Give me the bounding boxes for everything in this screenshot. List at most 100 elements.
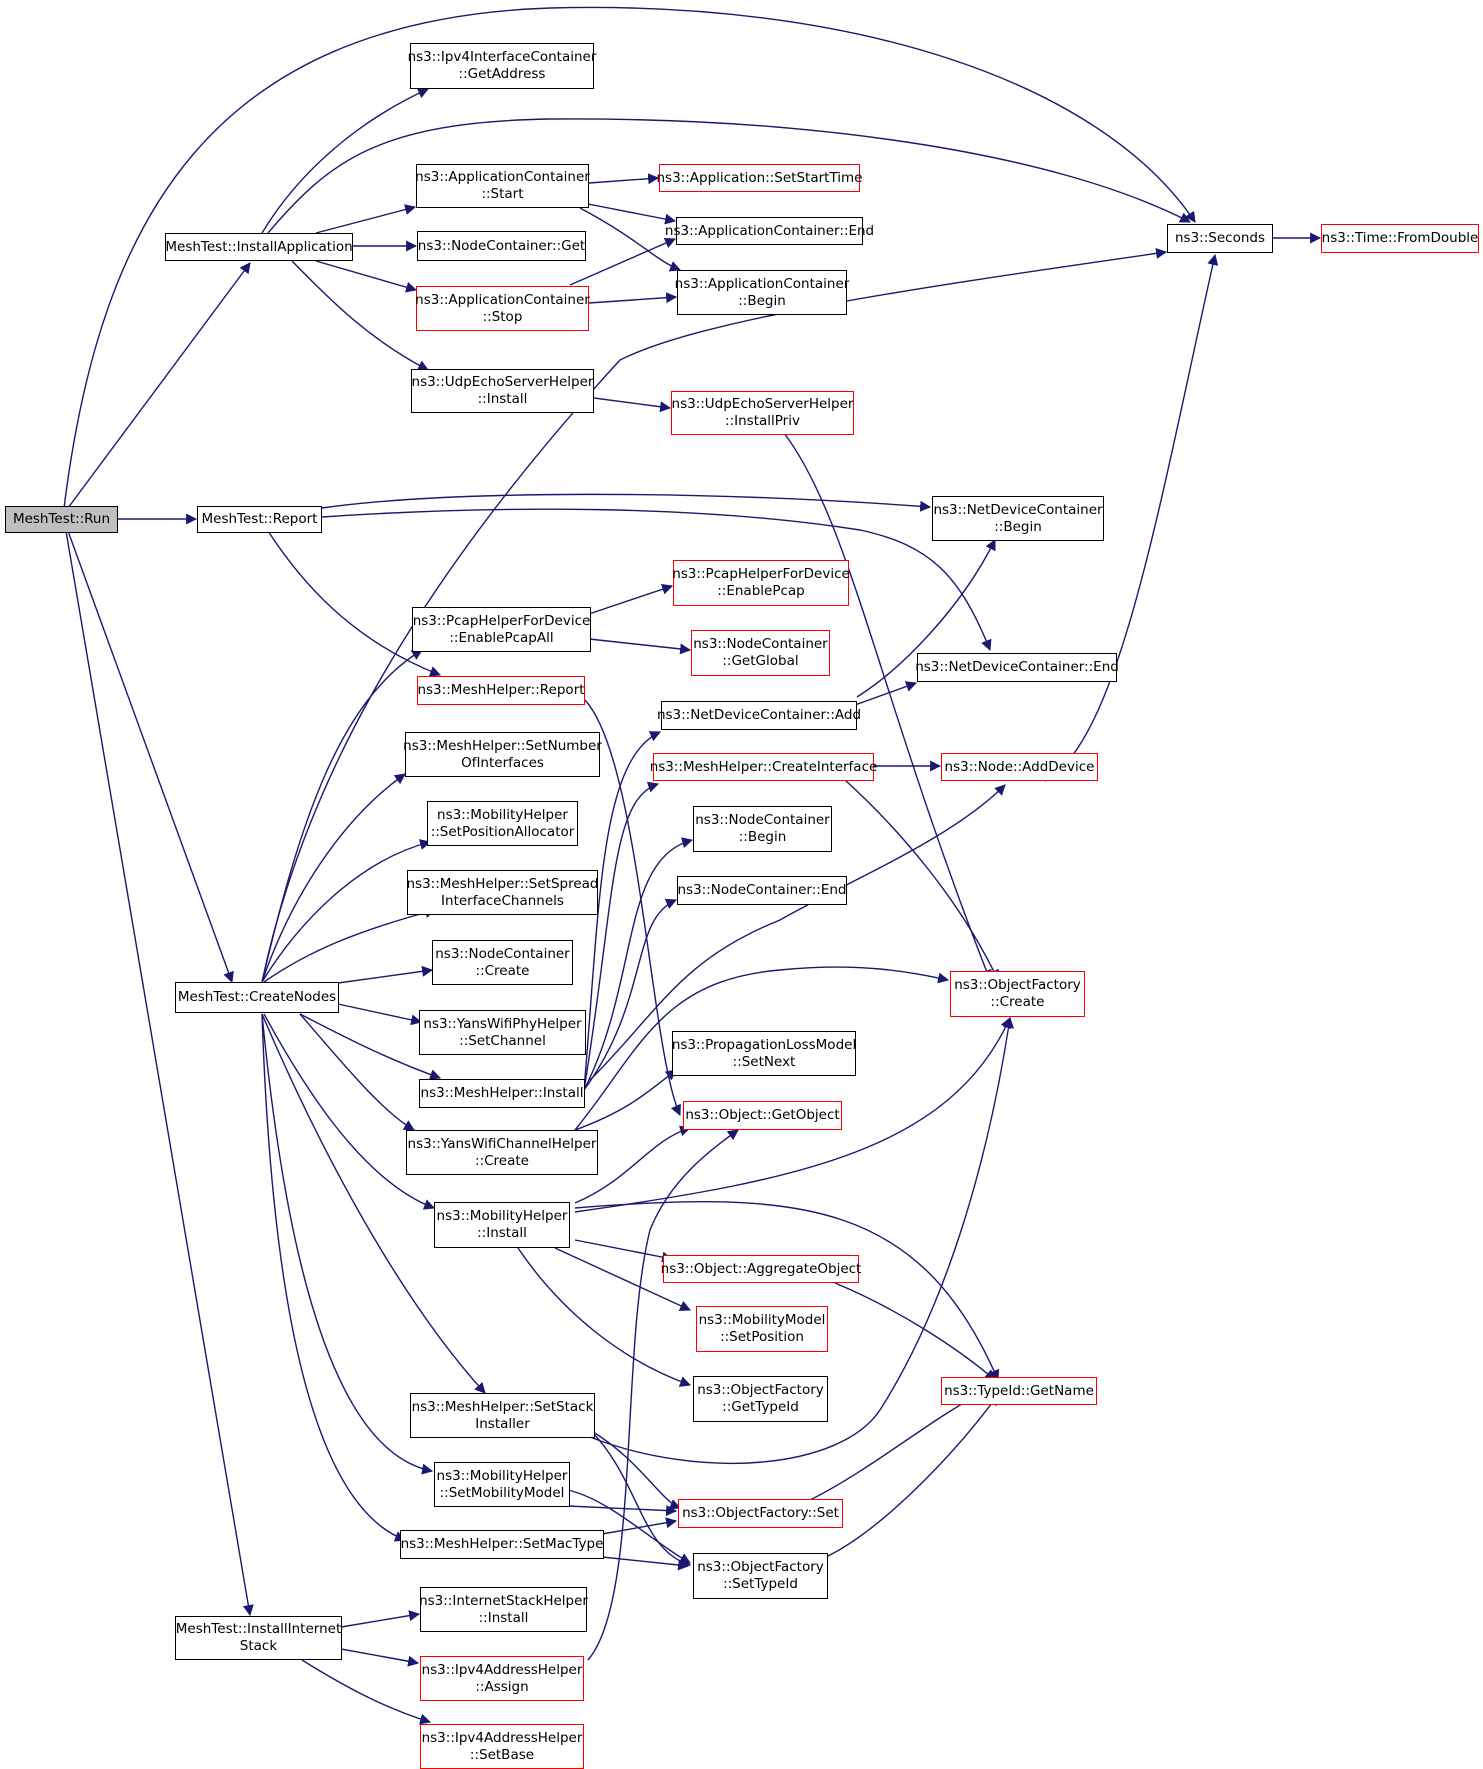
node-nodecontainer-get[interactable]: ns3::NodeContainer::Get xyxy=(417,231,586,261)
node-objectfactory-set[interactable]: ns3::ObjectFactory::Set xyxy=(678,1499,843,1528)
node-pcap-enablepcap[interactable]: ns3::PcapHelperForDevice::EnablePcap xyxy=(672,560,850,606)
edge-cn-to-setmactype xyxy=(261,1013,407,1542)
node-mobilitymodel-setposition[interactable]: ns3::MobilityModel::SetPosition xyxy=(696,1306,828,1352)
edge-mobinstall-to-getname xyxy=(574,1200,1000,1382)
node-netdevicecontainer-add[interactable]: ns3::NetDeviceContainer::Add xyxy=(657,701,861,730)
edge-setmactype-to-settypeid xyxy=(601,1556,690,1571)
edge-stackinst-to-set xyxy=(589,1429,682,1510)
node-meshhelper-createinterface[interactable]: ns3::MeshHelper::CreateInterface xyxy=(650,753,877,781)
node-yanswifiphy-setchannel[interactable]: ns3::YansWifiPhyHelper::SetChannel xyxy=(419,1010,586,1055)
node-nodecontainer-begin[interactable]: ns3::NodeContainer::Begin xyxy=(693,806,832,852)
edge-stop-to-end xyxy=(569,237,677,286)
edge-iis-to-internetinstall xyxy=(340,1610,421,1628)
node-objectfactory-gettypeid[interactable]: ns3::ObjectFactory::GetTypeId xyxy=(693,1376,828,1422)
edge-cn-to-setposalloc xyxy=(261,839,432,983)
edge-ia-to-seconds xyxy=(267,118,1191,234)
edge-setmobmodel-to-settypeid xyxy=(567,1489,691,1564)
node-nodecontainer-getglobal[interactable]: ns3::NodeContainer::GetGlobal xyxy=(691,630,830,676)
node-meshhelper-report[interactable]: ns3::MeshHelper::Report xyxy=(417,676,585,705)
edge-ia-to-udpinstall xyxy=(291,260,429,371)
node-udpecho-install[interactable]: ns3::UdpEchoServerHelper::Install xyxy=(411,369,594,413)
edge-cn-to-enablepcapall xyxy=(261,649,423,983)
edge-adddevice-to-seconds xyxy=(1044,253,1219,782)
node-run[interactable]: MeshTest::Run xyxy=(5,506,118,533)
node-object-getobject[interactable]: ns3::Object::GetObject xyxy=(683,1101,842,1130)
edge-mobinstall-to-gettypeid xyxy=(517,1247,692,1387)
edge-meshinstall-to-ndadd xyxy=(583,731,661,1091)
node-udpecho-installpriv[interactable]: ns3::UdpEchoServerHelper::InstallPriv xyxy=(671,391,854,435)
node-report[interactable]: MeshTest::Report xyxy=(197,506,322,533)
edge-mobinstall-to-aggregate xyxy=(574,1239,674,1263)
edge-meshinstall-to-ncend xyxy=(583,898,678,1091)
edge-cn-to-meshinstall xyxy=(299,1013,442,1080)
edge-setmactype-to-set xyxy=(601,1517,678,1535)
edge-createinterface-to-ofcreate xyxy=(844,779,999,981)
node-application-container-start[interactable]: ns3::ApplicationContainer::Start xyxy=(415,164,590,208)
node-internetstack-install[interactable]: ns3::InternetStackHelper::Install xyxy=(419,1587,588,1632)
edge-stackinst-to-settypeid xyxy=(589,1429,692,1568)
edge-assign-to-getobject xyxy=(587,1129,739,1661)
node-nodecontainer-end[interactable]: ns3::NodeContainer::End xyxy=(677,876,847,905)
node-nodecontainer-create[interactable]: ns3::NodeContainer::Create xyxy=(432,940,573,985)
node-objectfactory-settypeid[interactable]: ns3::ObjectFactory::SetTypeId xyxy=(693,1553,828,1599)
edge-mobinstall-to-getobject xyxy=(574,1125,692,1204)
node-netdevicecontainer-end[interactable]: ns3::NetDeviceContainer::End xyxy=(915,653,1119,682)
edge-report-to-ndbegin xyxy=(321,493,932,512)
node-propagationloss-setnext[interactable]: ns3::PropagationLossModel::SetNext xyxy=(672,1031,856,1076)
node-application-container-stop[interactable]: ns3::ApplicationContainer::Stop xyxy=(415,286,590,331)
edge-cn-to-setstackinstaller xyxy=(261,1013,486,1394)
node-object-aggregateobject[interactable]: ns3::Object::AggregateObject xyxy=(661,1255,861,1283)
node-mobility-install[interactable]: ns3::MobilityHelper::Install xyxy=(434,1202,570,1248)
edge-cn-to-setspread xyxy=(263,907,437,983)
node-typeid-getname[interactable]: ns3::TypeId::GetName xyxy=(941,1377,1097,1405)
node-meshhelper-install[interactable]: ns3::MeshHelper::Install xyxy=(419,1079,585,1108)
node-application-container-end[interactable]: ns3::Application::SetStartTimens3::Appli… xyxy=(665,217,874,245)
node-node-adddevice[interactable]: ns3::Node::AddDevice xyxy=(941,753,1098,781)
node-application-container-begin[interactable]: ns3::ApplicationContainer::Begin xyxy=(675,270,849,315)
edge-run-to-createnodes xyxy=(67,530,234,984)
edge-installpriv-to-ofcreate xyxy=(783,432,992,982)
node-install-application[interactable]: MeshTest::InstallApplication xyxy=(165,233,353,261)
edge-setmobmodel-to-set xyxy=(567,1505,678,1517)
edge-cn-to-mobinstall xyxy=(263,1013,436,1210)
node-mobility-setmobilitymodel[interactable]: ns3::MobilityHelper::SetMobilityModel xyxy=(434,1462,570,1507)
node-objectfactory-create[interactable]: ns3::ObjectFactory::Create xyxy=(950,971,1085,1017)
node-pcap-enablepcapall[interactable]: ns3::PcapHelperForDevice::EnablePcapAll xyxy=(412,607,591,652)
edge-settypeid-to-getname xyxy=(827,1394,999,1557)
edge-mobinstall-to-setposition xyxy=(554,1247,691,1311)
node-mobility-setpositionallocator[interactable]: ns3::MobilityHelper::SetPositionAllocato… xyxy=(427,801,578,846)
edge-aggregate-to-getname xyxy=(834,1282,996,1381)
edge-meshinstall-to-ncbegin xyxy=(583,837,694,1091)
node-netdevicecontainer-begin[interactable]: ns3::NetDeviceContainer::Begin xyxy=(932,496,1104,541)
edge-yanscreate-to-setnext xyxy=(574,1069,677,1131)
node-ipv4-interface-container-getaddress[interactable]: ns3::Ipv4InterfaceContainer::GetAddress xyxy=(408,43,596,89)
edge-cn-to-setchannel xyxy=(337,1003,423,1026)
edge-meshinstall-to-createinterface xyxy=(583,781,660,1091)
edge-pcapall-to-getglobal xyxy=(588,638,692,655)
edge-iis-to-setbase xyxy=(301,1659,432,1725)
edge-cn-to-ncreate xyxy=(337,965,434,984)
node-ipv4address-assign[interactable]: ns3::Ipv4AddressHelper::Assign xyxy=(420,1656,584,1701)
edge-report-to-meshreport xyxy=(267,530,442,677)
edge-stackinst-to-ofcreate xyxy=(589,1016,1014,1465)
edge-start-to-setstarttime xyxy=(588,173,660,185)
node-ipv4address-setbase[interactable]: ns3::Ipv4AddressHelper::SetBase xyxy=(420,1724,584,1769)
edge-yanscreate-to-ofcreate xyxy=(574,966,950,1131)
node-meshhelper-setmactype[interactable]: ns3::MeshHelper::SetMacType xyxy=(400,1530,604,1559)
node-time-fromdouble[interactable]: ns3::Time::FromDouble xyxy=(1321,224,1479,253)
edge-start-to-begin xyxy=(579,207,682,272)
node-create-nodes[interactable]: MeshTest::CreateNodes xyxy=(175,982,339,1013)
node-yanswifichannel-create[interactable]: ns3::YansWifiChannelHelper::Create xyxy=(406,1130,598,1175)
edge-ia-to-getaddress xyxy=(261,88,430,234)
edge-start-to-end xyxy=(582,202,677,225)
node-seconds[interactable]: ns3::Seconds xyxy=(1167,224,1273,253)
edge-report-to-ndend xyxy=(321,508,992,652)
edge-mobinstall-to-ofcreate xyxy=(574,1016,1011,1213)
node-application-setstarttime[interactable]: ns3::Application::SetStartTime xyxy=(657,164,863,192)
